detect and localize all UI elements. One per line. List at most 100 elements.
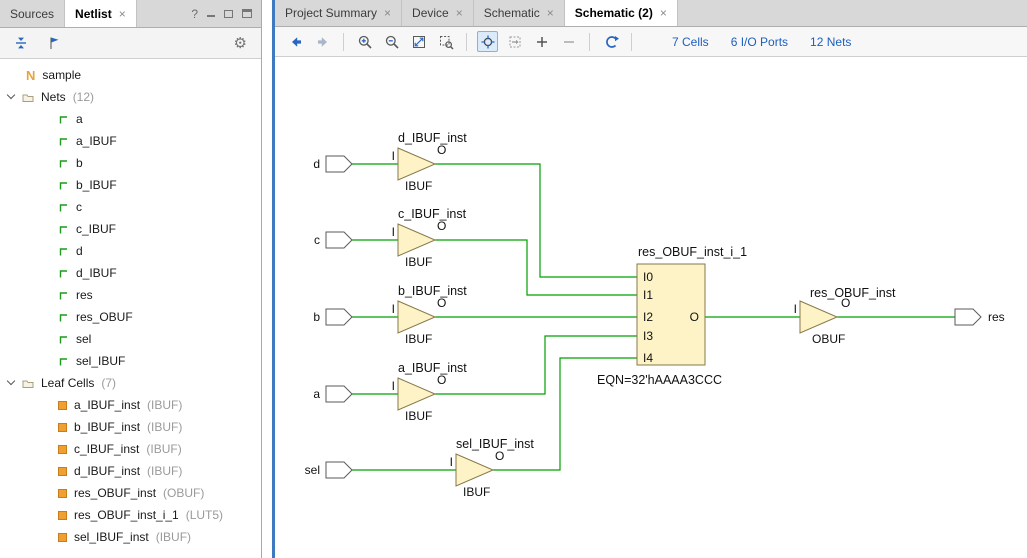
tree-item-root[interactable]: N sample <box>0 64 261 86</box>
io-ports-count-link[interactable]: 6 I/O Ports <box>731 35 788 49</box>
toolbar-separator <box>466 33 467 51</box>
collapse-all-icon[interactable] <box>10 33 31 54</box>
tab-device[interactable]: Device × <box>402 0 474 26</box>
tree-item-cell[interactable]: res_OBUF_inst (OBUF) <box>0 482 261 504</box>
tree-item-net[interactable]: sel <box>0 328 261 350</box>
close-icon[interactable]: × <box>119 7 126 21</box>
tab-netlist[interactable]: Netlist × <box>65 0 137 27</box>
lut-equation-label: EQN=32'hAAAA3CCC <box>597 373 722 387</box>
tree-item-net[interactable]: c <box>0 196 261 218</box>
tree-item-net[interactable]: c_IBUF <box>0 218 261 240</box>
close-icon[interactable]: × <box>660 6 667 20</box>
zoom-fit-icon[interactable] <box>408 31 429 52</box>
cell-type-label: (LUT5) <box>186 508 223 522</box>
tree-item-net[interactable]: b_IBUF <box>0 174 261 196</box>
net-icon <box>58 158 69 169</box>
regenerate-layout-icon[interactable] <box>600 31 621 52</box>
float-icon[interactable] <box>224 10 233 18</box>
tree-item-cell[interactable]: c_IBUF_inst(IBUF) <box>0 438 261 460</box>
input-port-shape[interactable] <box>326 232 352 248</box>
cell-type-label: (IBUF) <box>156 530 191 544</box>
tree-item-net[interactable]: b <box>0 152 261 174</box>
net-icon <box>58 356 69 367</box>
net-icon <box>58 224 69 235</box>
tree-group-nets[interactable]: Nets (12) <box>0 86 261 108</box>
chevron-down-icon[interactable] <box>7 91 15 99</box>
close-icon[interactable]: × <box>547 6 554 20</box>
tree-item-net[interactable]: d_IBUF <box>0 262 261 284</box>
tab-sources[interactable]: Sources <box>0 0 65 27</box>
net-icon <box>58 312 69 323</box>
expand-cone-icon[interactable] <box>531 31 552 52</box>
minimize-icon[interactable] <box>207 15 215 17</box>
tree-item-net[interactable]: res <box>0 284 261 306</box>
panel-gutter <box>262 0 272 558</box>
tree-item-label: d_IBUF_inst <box>74 464 140 478</box>
zoom-out-icon[interactable] <box>381 31 402 52</box>
port-label: b <box>313 310 320 324</box>
tree-item-cell[interactable]: b_IBUF_inst(IBUF) <box>0 416 261 438</box>
tree-item-label: sample <box>42 68 81 82</box>
gear-icon[interactable]: ⚙ <box>234 34 247 52</box>
input-port-shape[interactable] <box>326 386 352 402</box>
ibuf-gate[interactable] <box>398 301 435 333</box>
collapse-cone-icon[interactable] <box>558 31 579 52</box>
forward-icon[interactable] <box>312 31 333 52</box>
cell-icon <box>58 489 67 498</box>
net-icon <box>58 334 69 345</box>
tree-item-label: res_OBUF_inst <box>74 486 156 500</box>
tree-item-label: c_IBUF <box>76 222 116 236</box>
expand-selection-icon[interactable] <box>504 31 525 52</box>
nets-count-link[interactable]: 12 Nets <box>810 35 851 49</box>
cells-count-link[interactable]: 7 Cells <box>672 35 709 49</box>
help-icon[interactable]: ? <box>191 7 198 21</box>
cell-type-label: (OBUF) <box>163 486 204 500</box>
schematic-stats: 7 Cells 6 I/O Ports 12 Nets <box>672 35 851 49</box>
tab-sources-label: Sources <box>10 7 54 21</box>
tree-item-cell[interactable]: d_IBUF_inst(IBUF) <box>0 460 261 482</box>
tree-item-net[interactable]: a <box>0 108 261 130</box>
schematic-canvas[interactable]: d c b a sel d_IBUF_inst I O IBUF c_IBUF_… <box>275 57 1027 558</box>
autofit-selected-icon[interactable] <box>477 31 498 52</box>
maximize-icon[interactable] <box>242 9 252 18</box>
close-icon[interactable]: × <box>456 6 463 20</box>
tree-item-label: sel_IBUF <box>76 354 125 368</box>
pin-label: O <box>841 296 850 310</box>
ibuf-gate[interactable] <box>398 224 435 256</box>
editor-tab-bar: Project Summary × Device × Schematic × S… <box>275 0 1027 27</box>
tree-item-net[interactable]: sel_IBUF <box>0 350 261 372</box>
input-port-shape[interactable] <box>326 156 352 172</box>
tab-bar-spacer <box>137 0 183 27</box>
tree-item-label: sel_IBUF_inst <box>74 530 149 544</box>
ibuf-gate[interactable] <box>398 148 435 180</box>
input-port-shape[interactable] <box>326 462 352 478</box>
tab-project-summary[interactable]: Project Summary × <box>275 0 402 26</box>
tree-item-cell[interactable]: sel_IBUF_inst (IBUF) <box>0 526 261 548</box>
tree-item-net[interactable]: a_IBUF <box>0 130 261 152</box>
cell-type-label: IBUF <box>405 332 432 346</box>
tree-item-net[interactable]: res_OBUF <box>0 306 261 328</box>
tree-item-cell[interactable]: res_OBUF_inst_i_1(LUT5) <box>0 504 261 526</box>
tree-group-leaf-cells[interactable]: Leaf Cells (7) <box>0 372 261 394</box>
tree-item-cell[interactable]: a_IBUF_inst(IBUF) <box>0 394 261 416</box>
ibuf-gate[interactable] <box>456 454 493 486</box>
scroll-to-selected-icon[interactable] <box>43 33 64 54</box>
tab-schematic[interactable]: Schematic × <box>474 0 565 26</box>
cell-type-label: IBUF <box>405 255 432 269</box>
zoom-selection-icon[interactable] <box>435 31 456 52</box>
chevron-down-icon[interactable] <box>7 377 15 385</box>
obuf-gate[interactable] <box>800 301 837 333</box>
instance-name: res_OBUF_inst <box>810 286 896 300</box>
tree-item-net[interactable]: d <box>0 240 261 262</box>
net-icon <box>58 180 69 191</box>
back-icon[interactable] <box>285 31 306 52</box>
schematic-toolbar: 7 Cells 6 I/O Ports 12 Nets <box>275 27 1027 57</box>
tab-schematic-2[interactable]: Schematic (2) × <box>565 0 678 26</box>
close-icon[interactable]: × <box>384 6 391 20</box>
output-port-shape[interactable] <box>955 309 981 325</box>
port-label: res <box>988 310 1005 324</box>
ibuf-gate[interactable] <box>398 378 435 410</box>
input-port-shape[interactable] <box>326 309 352 325</box>
zoom-in-icon[interactable] <box>354 31 375 52</box>
tree-item-label: c <box>76 200 82 214</box>
